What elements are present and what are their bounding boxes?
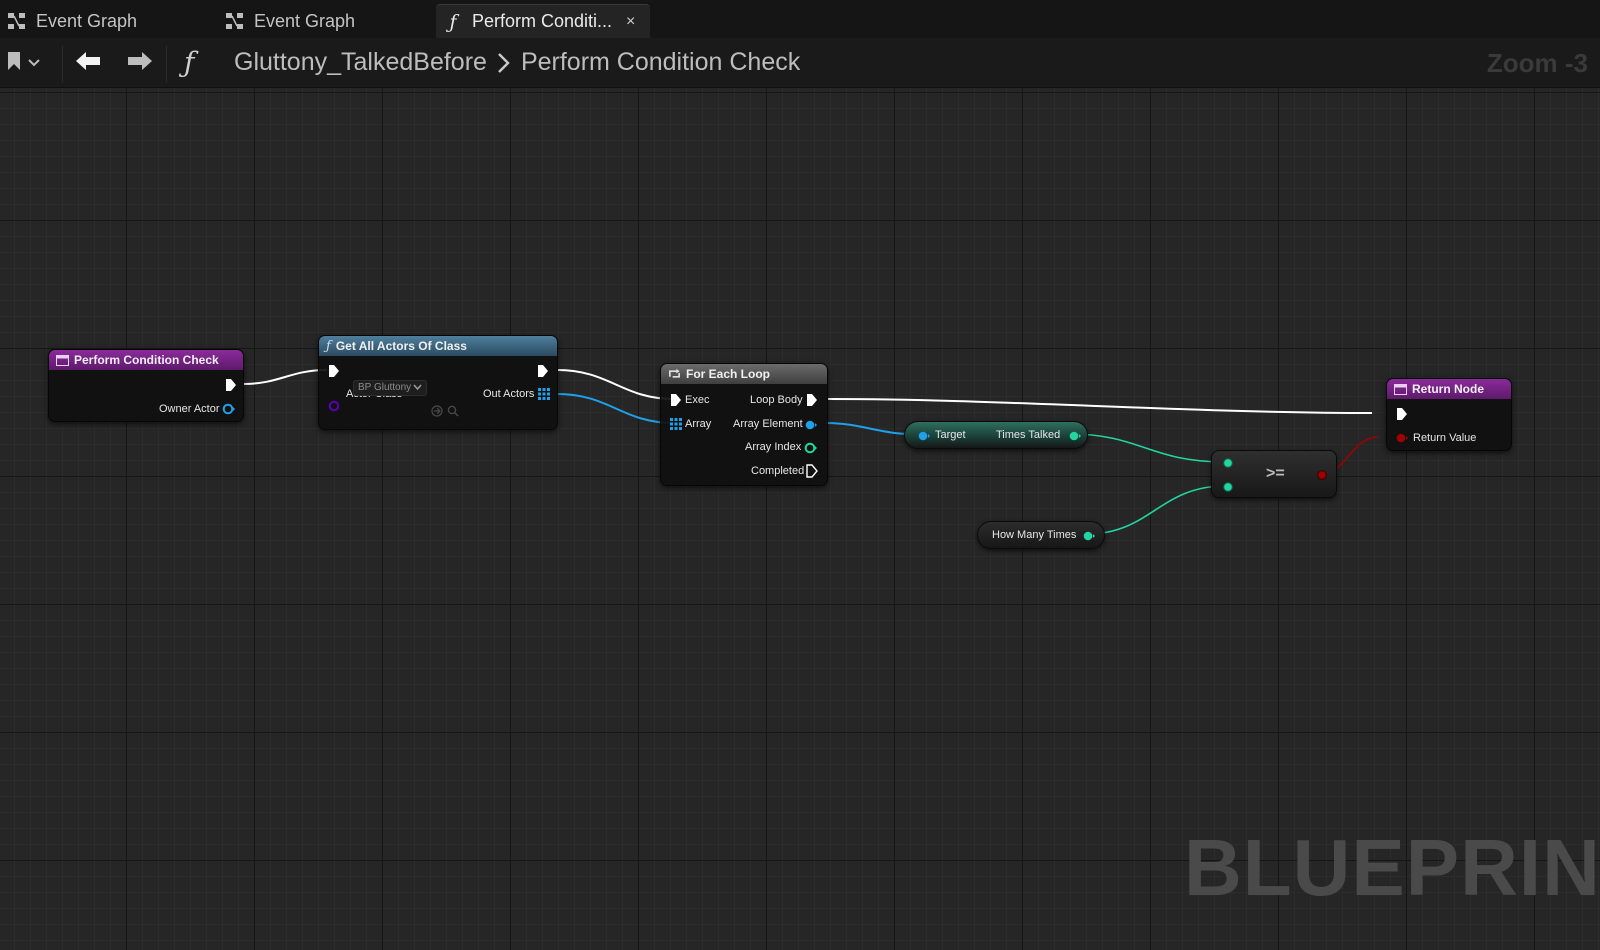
bookmark-button[interactable] [6,50,52,76]
breadcrumb-blueprint[interactable]: Gluttony_TalkedBefore [234,48,487,76]
exec-wire-loopbody-to-return [827,398,1373,414]
operator-label: >= [1266,465,1285,482]
pin-label-loop-body: Loop Body [750,394,803,406]
zoom-level: Zoom -3 [1486,48,1588,78]
node-title: Get All Actors Of Class [335,339,467,353]
tab-perform-condition[interactable]: ƒ Perform Conditi... × [436,4,650,38]
tab-label: Perform Conditi... [472,11,613,31]
pin-label-completed: Completed [751,465,805,477]
node-title: For Each Loop [686,367,770,381]
tab-bar: Event Graph Event Graph ƒ Perform Condit… [0,0,1600,38]
pin-label-return-value: Return Value [1413,432,1477,444]
function-entry-node[interactable]: Perform Condition Check Owner Actor [48,349,244,422]
close-icon[interactable]: × [626,12,636,30]
return-node-icon [1394,383,1407,395]
tab-label: Event Graph [254,10,356,31]
integer-pin-icon[interactable] [1221,480,1235,494]
int-wire-howmany-to-compare [1086,485,1226,535]
pin-label-out-actors: Out Actors [483,388,535,400]
node-header: Perform Condition Check [49,350,243,370]
pin-label-owner-actor: Owner Actor [159,403,220,415]
integer-pin-icon[interactable] [1221,456,1235,470]
boolean-pin-icon[interactable] [1315,468,1329,482]
for-each-loop-node[interactable]: For Each Loop Exec Array Loop Body Array… [660,363,828,486]
chevron-down-icon [413,384,422,391]
exec-wire-getall-to-foreach [556,369,675,400]
object-pin-icon[interactable] [804,418,818,432]
pin-label-array: Array [685,418,712,430]
pin-label-how-many-times: How Many Times [992,529,1077,541]
actor-class-dropdown[interactable]: BP Gluttony [353,380,427,396]
how-many-times-node[interactable]: How Many Times [977,521,1105,549]
dropdown-value: BP Gluttony [358,382,412,393]
tab-event-graph-1[interactable]: Event Graph [0,4,200,38]
tab-label: Event Graph [36,10,138,31]
node-title: Return Node [1412,382,1484,396]
exec-out-pin-icon[interactable] [806,464,818,478]
loop-icon [668,368,681,380]
function-icon: ƒ [184,46,195,79]
node-header: Return Node [1387,379,1511,399]
pin-label-exec: Exec [685,394,710,406]
node-header: ƒ Get All Actors Of Class [319,336,557,356]
tab-event-graph-2[interactable]: Event Graph [218,4,418,38]
class-pin-icon[interactable] [328,399,342,413]
times-talked-getter-node[interactable]: Target Times Talked [904,421,1088,449]
browse-search-icon[interactable] [447,405,459,417]
chevron-right-icon [497,52,511,74]
array-wire-outactors-to-array [556,393,675,424]
boolean-pin-icon[interactable] [1395,431,1409,445]
integer-pin-icon[interactable] [1068,429,1082,443]
event-graph-icon [6,11,28,31]
exec-wire-entry-to-getall [242,369,328,385]
bookmark-icon [6,51,22,76]
exec-out-pin-icon[interactable] [806,393,818,407]
integer-pin-icon[interactable] [1082,529,1096,543]
return-node[interactable]: Return Node Return Value [1386,378,1512,451]
arrow-left-icon [74,50,102,77]
function-icon: ƒ [449,10,457,33]
event-graph-icon [224,11,246,31]
int-wire-timestalked-to-compare [1069,433,1226,463]
chevron-down-icon [28,54,40,72]
node-header: For Each Loop [661,364,827,384]
back-button[interactable] [72,48,104,78]
breadcrumb: Gluttony_TalkedBefore Perform Condition … [234,48,800,77]
function-icon: ƒ [326,338,331,354]
object-wire-element-to-target [825,422,913,435]
toolbar-divider [166,46,167,82]
object-pin-icon[interactable] [222,402,236,416]
integer-pin-icon[interactable] [804,441,818,455]
array-pin-icon[interactable] [670,418,682,430]
exec-in-pin-icon[interactable] [328,364,340,378]
exec-in-pin-icon[interactable] [670,393,682,407]
forward-button[interactable] [124,48,156,78]
pin-label-array-element: Array Element [733,418,803,430]
toolbar-divider [62,46,63,82]
blueprint-graph[interactable]: Perform Condition Check Owner Actor ƒ Ge… [0,88,1600,950]
breadcrumb-function[interactable]: Perform Condition Check [520,48,801,76]
pin-label-times-talked: Times Talked [996,429,1061,441]
function-entry-icon [56,354,69,366]
array-pin-icon[interactable] [538,388,550,400]
node-title: Perform Condition Check [74,353,219,367]
graph-toolbar: ƒ Gluttony_TalkedBefore Perform Conditio… [0,38,1600,88]
arrow-right-icon [126,50,154,77]
use-selected-icon[interactable] [431,405,443,417]
wires-layer [242,369,1379,535]
object-pin-icon[interactable] [917,429,931,443]
exec-out-pin-icon[interactable] [225,378,237,392]
pin-label-array-index: Array Index [745,441,802,453]
get-all-actors-node[interactable]: ƒ Get All Actors Of Class Actor Class BP… [318,335,558,430]
greater-equal-node[interactable]: >= [1211,450,1337,498]
exec-out-pin-icon[interactable] [537,364,549,378]
blueprint-watermark: BLUEPRINT [1184,823,1600,912]
exec-in-pin-icon[interactable] [1396,407,1408,421]
pin-label-target: Target [935,429,966,441]
